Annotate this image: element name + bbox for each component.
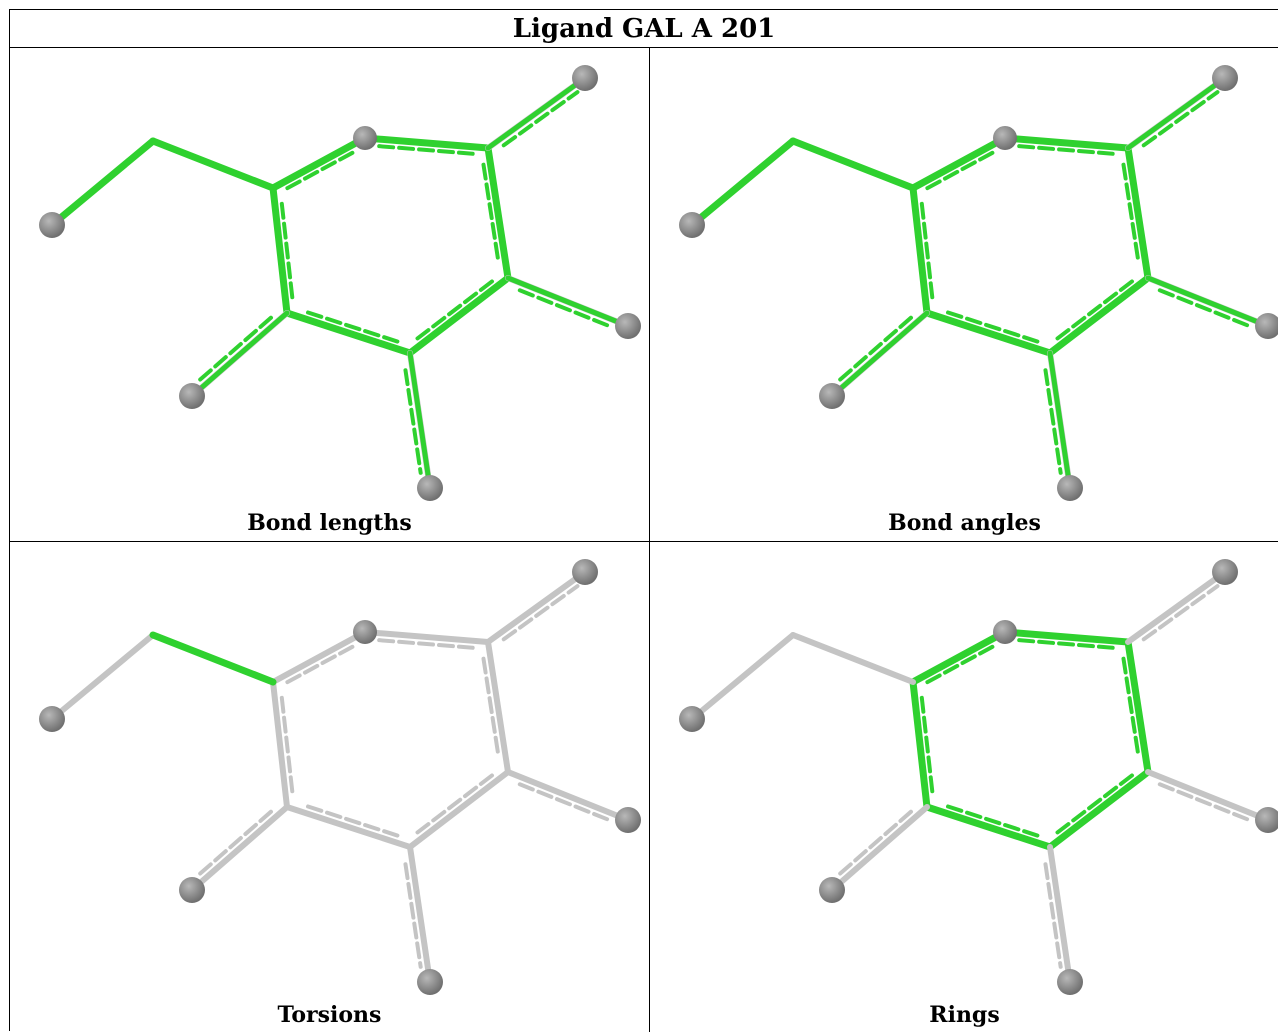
bond-c5-t3 — [1043, 844, 1073, 985]
panel-caption-bond-lengths: Bond lengths — [247, 510, 412, 536]
bond-c3-t1 — [485, 569, 588, 645]
panel-torsions: Torsions — [10, 541, 649, 1032]
atom-sphere — [417, 969, 443, 995]
bond-t5-c7 — [48, 137, 157, 229]
bond-c4-c5 — [406, 274, 512, 357]
bond-c2-c3 — [1001, 134, 1132, 156]
figure-title: Ligand GAL A 201 — [10, 10, 1278, 48]
bond-c3-c4 — [481, 144, 512, 282]
bond-c5-c6 — [923, 309, 1054, 357]
bond-c6-t4 — [189, 310, 290, 399]
bond-c5-c6 — [284, 803, 413, 850]
bond-c1-c2 — [909, 628, 1009, 686]
atom-sphere — [1212, 65, 1238, 91]
bond-t5-c7 — [688, 137, 797, 229]
atom-sphere — [572, 65, 598, 91]
panel-caption-rings: Rings — [929, 1002, 1000, 1028]
atom-sphere — [572, 559, 598, 585]
atom-sphere — [353, 126, 377, 150]
bond-c3-c4 — [481, 639, 511, 775]
bond-t5-c7 — [689, 632, 796, 722]
bond-c4-t2 — [1145, 275, 1271, 329]
atom-sphere — [1057, 969, 1083, 995]
bond-c4-t2 — [1145, 769, 1271, 823]
atom-sphere — [993, 126, 1017, 150]
molecule-diagram-torsions — [39, 559, 641, 995]
bond-c6-c1 — [269, 184, 295, 317]
bond-c5-c6 — [283, 309, 414, 357]
bond-c1-c2 — [269, 134, 369, 192]
atom-sphere — [1212, 559, 1238, 585]
bond-c4-t2 — [505, 275, 631, 329]
bond-c7-c1 — [149, 137, 277, 192]
atom-sphere — [1255, 807, 1278, 833]
bond-c2-c3 — [362, 629, 491, 650]
atom-sphere — [353, 620, 377, 644]
molecule-diagram-rings — [679, 559, 1278, 995]
atom-sphere — [993, 620, 1017, 644]
bond-c7-c1 — [789, 137, 917, 192]
figure-table: Ligand GAL A 201 Bond lengths Bond angle… — [9, 9, 1278, 1032]
panel-caption-torsions: Torsions — [277, 1002, 382, 1028]
bond-c4-t2 — [505, 769, 631, 823]
bond-c6-t4 — [829, 804, 930, 893]
bond-c5-t3 — [1043, 350, 1073, 491]
bond-c6-c1 — [270, 679, 295, 810]
bond-c3-t1 — [1125, 569, 1228, 645]
atom-sphere — [39, 212, 65, 238]
atom-sphere — [179, 877, 205, 903]
atom-sphere — [679, 212, 705, 238]
bond-c6-c1 — [909, 678, 935, 811]
bond-c1-c2 — [909, 134, 1009, 192]
bond-c1-c2 — [270, 629, 368, 685]
bond-c7-c1 — [149, 631, 277, 686]
atom-sphere — [417, 475, 443, 501]
bond-c6-t4 — [189, 804, 290, 893]
atom-sphere — [819, 877, 845, 903]
atom-sphere — [179, 383, 205, 409]
bond-c3-t1 — [485, 75, 588, 151]
bond-c3-t1 — [1125, 75, 1228, 151]
bond-t5-c7 — [49, 632, 156, 722]
atom-sphere — [679, 706, 705, 732]
molecule-diagram-bond-angles — [679, 65, 1278, 501]
molecule-diagram-bond-lengths — [39, 65, 641, 501]
panel-bond-lengths: Bond lengths — [10, 48, 649, 541]
panel-caption-bond-angles: Bond angles — [888, 510, 1041, 536]
atom-sphere — [1255, 313, 1278, 339]
bond-c4-c5 — [407, 769, 511, 850]
bond-c2-c3 — [361, 134, 492, 156]
panel-bond-angles: Bond angles — [649, 48, 1278, 541]
bond-c5-c6 — [923, 803, 1054, 851]
atom-sphere — [615, 313, 641, 339]
bond-c3-c4 — [1121, 638, 1152, 776]
bond-c3-c4 — [1121, 144, 1152, 282]
atom-sphere — [39, 706, 65, 732]
bond-c6-c1 — [909, 184, 935, 317]
atom-sphere — [1057, 475, 1083, 501]
bond-c7-c1 — [790, 632, 916, 685]
panel-rings: Rings — [649, 541, 1278, 1032]
bond-c6-t4 — [829, 310, 930, 399]
atom-sphere — [819, 383, 845, 409]
bond-c5-t3 — [403, 350, 433, 491]
bond-c2-c3 — [1001, 628, 1132, 650]
bond-c5-t3 — [403, 844, 433, 985]
atom-sphere — [615, 807, 641, 833]
bond-c4-c5 — [1046, 274, 1152, 357]
bond-c4-c5 — [1046, 768, 1152, 851]
